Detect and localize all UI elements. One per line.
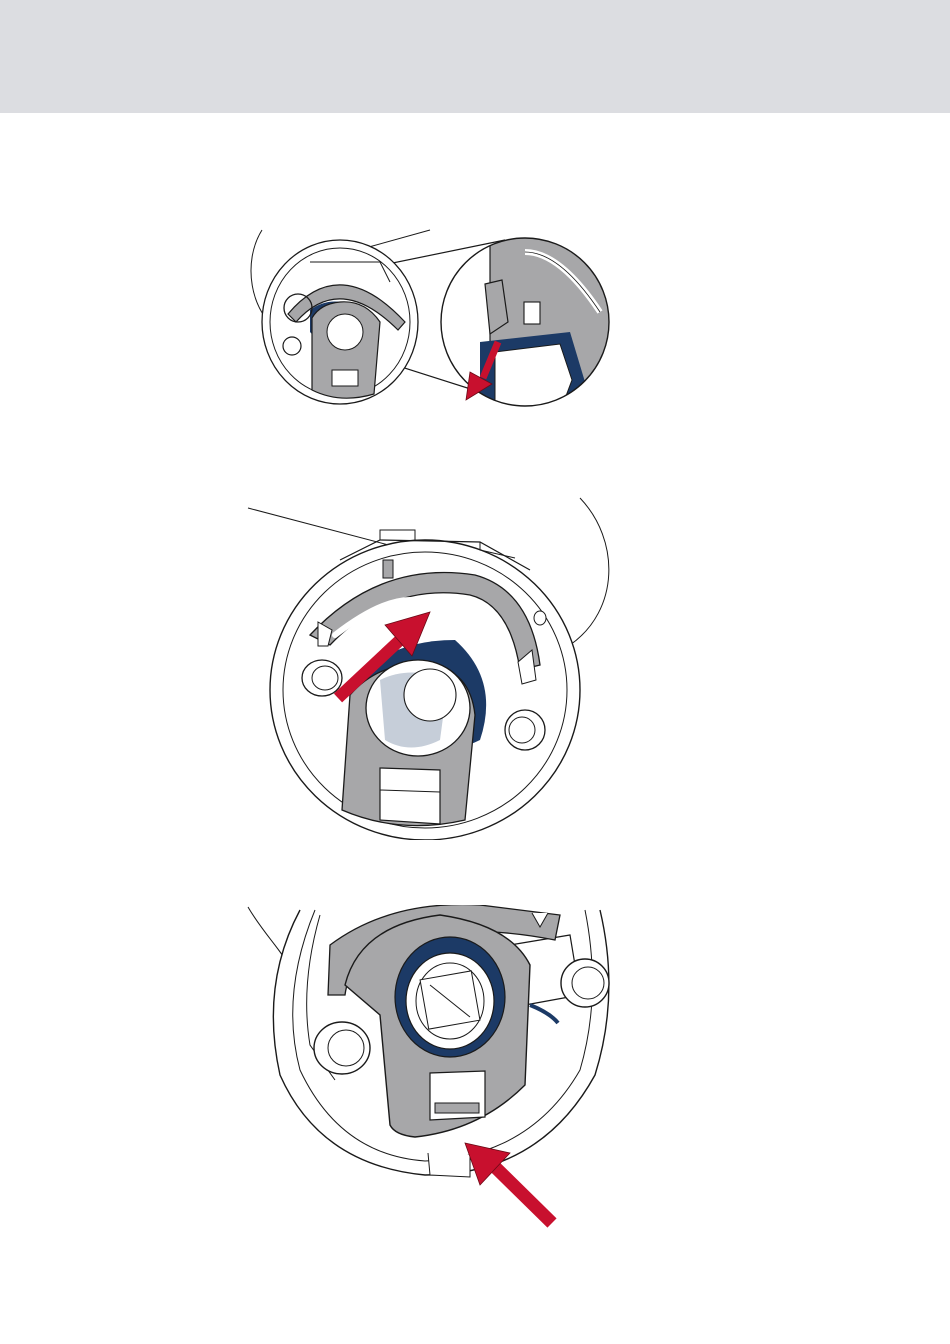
figure-step-3 — [240, 905, 630, 1235]
figure-step-2 — [240, 490, 630, 840]
figure-step-1 — [240, 222, 620, 412]
step-2-illustration — [240, 490, 630, 840]
step-3-illustration — [240, 905, 630, 1235]
step-1-illustration — [240, 222, 620, 412]
red-arrow-icon — [465, 1143, 552, 1223]
header-band — [0, 0, 950, 113]
